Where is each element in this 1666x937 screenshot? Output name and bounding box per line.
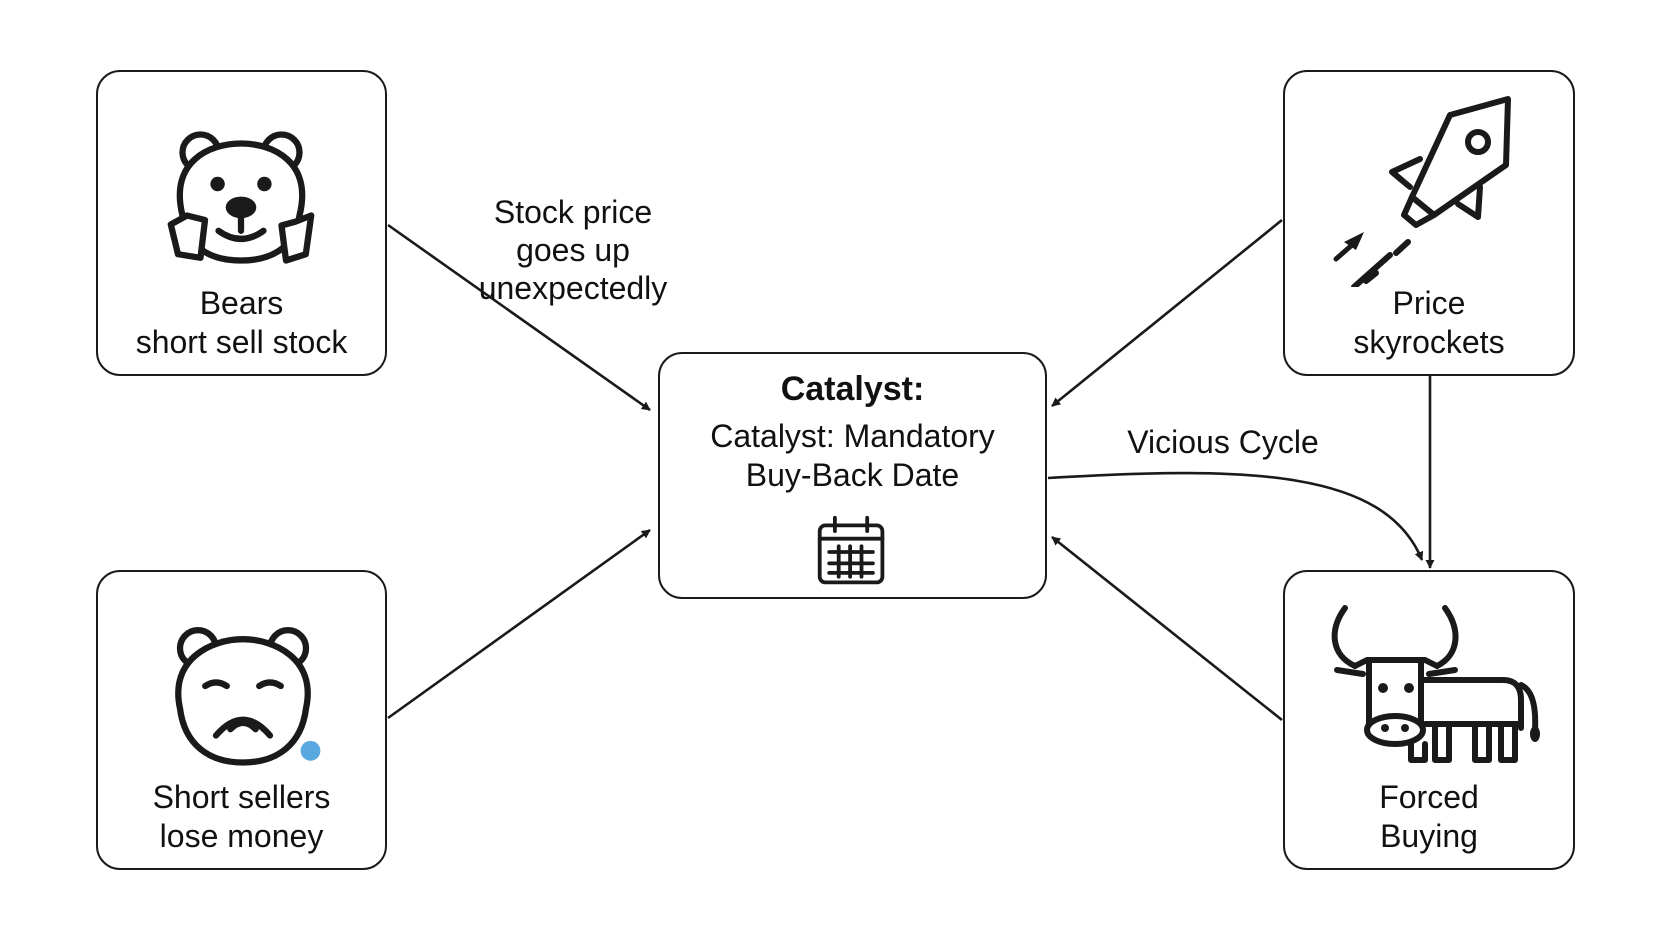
stock-price-line-3: unexpectedly (478, 270, 668, 306)
price-label-line-1: Price (1392, 285, 1466, 321)
arrow-bears-to-catalyst (387, 223, 651, 412)
node-short-sellers: Short sellers lose money (96, 570, 387, 870)
forced-buying-label: Forced Buying (1285, 778, 1573, 856)
node-catalyst: Catalyst: Catalyst: Mandatory Buy-Back D… (658, 352, 1047, 599)
price-label-line-2: skyrockets (1353, 324, 1505, 360)
short-sellers-label-line-2: lose money (159, 818, 324, 854)
node-bears: Bears short sell stock (96, 70, 387, 376)
calendar-icon (817, 515, 885, 585)
bull-icon (1331, 605, 1540, 763)
bears-label: Bears short sell stock (98, 284, 385, 362)
bears-label-line-2: short sell stock (135, 324, 348, 360)
node-forced-buying: Forced Buying (1283, 570, 1575, 870)
bears-label-line-1: Bears (199, 285, 284, 321)
arrow-short-sellers-to-catalyst (387, 528, 651, 720)
short-sellers-label: Short sellers lose money (98, 778, 385, 856)
catalyst-label: Catalyst: Catalyst: Mandatory Buy-Back D… (660, 370, 1045, 495)
catalyst-title: Catalyst: (780, 370, 925, 408)
catalyst-line-2: Buy-Back Date (745, 457, 960, 493)
vicious-cycle-line-1: Vicious Cycle (1127, 424, 1319, 460)
edge-label-stock-price: Stock price goes up unexpectedly (463, 193, 683, 307)
node-price: Price skyrockets (1283, 70, 1575, 376)
edge-label-vicious-cycle: Vicious Cycle (1108, 423, 1338, 461)
forced-buying-label-line-2: Buying (1380, 818, 1478, 854)
price-label: Price skyrockets (1285, 284, 1573, 362)
stock-price-line-2: goes up (516, 232, 630, 268)
sad-bear-icon (175, 627, 321, 766)
stock-price-line-1: Stock price (493, 194, 653, 230)
catalyst-line-1: Catalyst: Mandatory (710, 418, 995, 454)
arrow-vicious-cycle (1047, 471, 1424, 561)
bear-face-icon (167, 131, 315, 264)
rocket-icon (1333, 96, 1511, 287)
arrow-forced-buying-to-catalyst (1051, 535, 1283, 722)
short-sellers-label-line-1: Short sellers (152, 779, 331, 815)
arrow-price-to-catalyst (1051, 218, 1283, 408)
forced-buying-label-line-1: Forced (1379, 779, 1479, 815)
